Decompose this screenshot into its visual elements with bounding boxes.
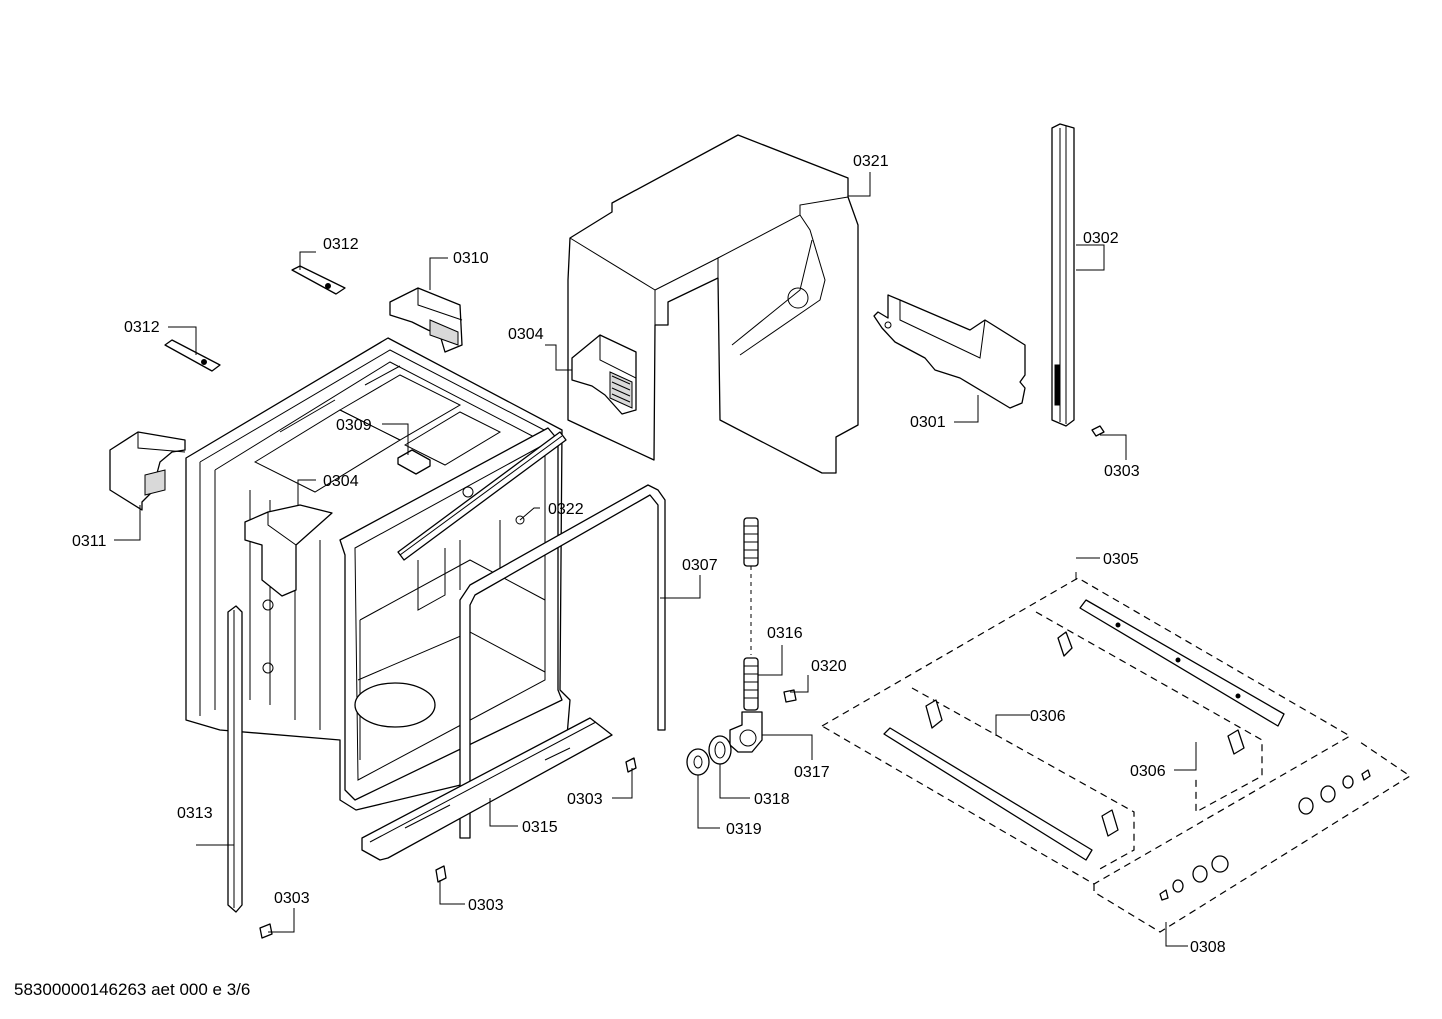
label-0322: 0322	[548, 501, 584, 518]
part-0308-feet	[1159, 769, 1371, 901]
part-0305-kit-outline	[820, 577, 1412, 933]
part-0303-screw-mid	[625, 757, 637, 773]
part-labels: 0321 0302 0301 0303 0304 0312 0310 0312 …	[72, 153, 1226, 956]
part-0321-cover	[567, 134, 859, 474]
label-0321: 0321	[853, 153, 889, 170]
part-0317-elbow	[729, 711, 763, 753]
part-0313-strip	[227, 605, 243, 913]
label-0320: 0320	[811, 658, 847, 675]
label-0311: 0311	[72, 533, 107, 550]
label-0301: 0301	[910, 414, 946, 431]
label-0312-lower: 0312	[124, 319, 160, 336]
document-code-footer: 58300000146263 aet 000 e 3/6	[14, 980, 251, 999]
leader-lines	[114, 172, 1197, 947]
part-0310-holder	[389, 287, 463, 353]
label-0312-upper: 0312	[323, 236, 359, 253]
label-0306-upper: 0306	[1030, 708, 1066, 725]
label-0304-upper: 0304	[508, 326, 544, 343]
label-0304-lower: 0304	[323, 473, 359, 490]
part-0312-plate-upper	[291, 265, 346, 295]
part-0303-screw-left	[259, 923, 273, 939]
part-0319-cap	[686, 748, 710, 776]
part-0305-rail-front	[883, 727, 1093, 861]
label-0313: 0313	[177, 805, 213, 822]
label-0308: 0308	[1190, 939, 1226, 956]
label-0303-right: 0303	[1104, 463, 1140, 480]
part-0315-strip	[361, 717, 613, 861]
part-0305-rail	[1079, 599, 1285, 727]
part-0302-rail	[1051, 123, 1075, 427]
part-0304-clip-lower	[244, 504, 333, 597]
label-0305: 0305	[1103, 551, 1139, 568]
label-0316: 0316	[767, 625, 803, 642]
label-0303-bottom: 0303	[468, 897, 504, 914]
part-tub	[185, 337, 571, 811]
part-0303-screw-right	[1091, 425, 1105, 437]
label-0315: 0315	[522, 819, 558, 836]
label-0318: 0318	[754, 791, 790, 808]
part-0307-gasket	[459, 484, 666, 839]
label-0319: 0319	[726, 821, 762, 838]
label-0302: 0302	[1083, 230, 1119, 247]
label-0310: 0310	[453, 250, 489, 267]
part-0316-hose	[743, 517, 759, 711]
label-0307: 0307	[682, 557, 718, 574]
label-0309: 0309	[336, 417, 372, 434]
part-0309-clip	[397, 449, 431, 475]
label-0306-lower: 0306	[1130, 763, 1166, 780]
label-0317: 0317	[794, 764, 830, 781]
part-0303-screw-bottom	[435, 865, 447, 883]
part-0318-ring	[708, 735, 732, 765]
part-0311-holder	[109, 431, 186, 511]
part-0306-clips	[925, 631, 1245, 837]
part-0301-bracket	[873, 294, 1026, 409]
part-0320-screw	[783, 689, 797, 703]
part-0304-clip-upper	[571, 334, 637, 415]
label-0303-left: 0303	[274, 890, 310, 907]
label-0303-mid: 0303	[567, 791, 603, 808]
part-0322-strip	[397, 431, 567, 561]
part-0312-plate-lower	[164, 339, 221, 372]
